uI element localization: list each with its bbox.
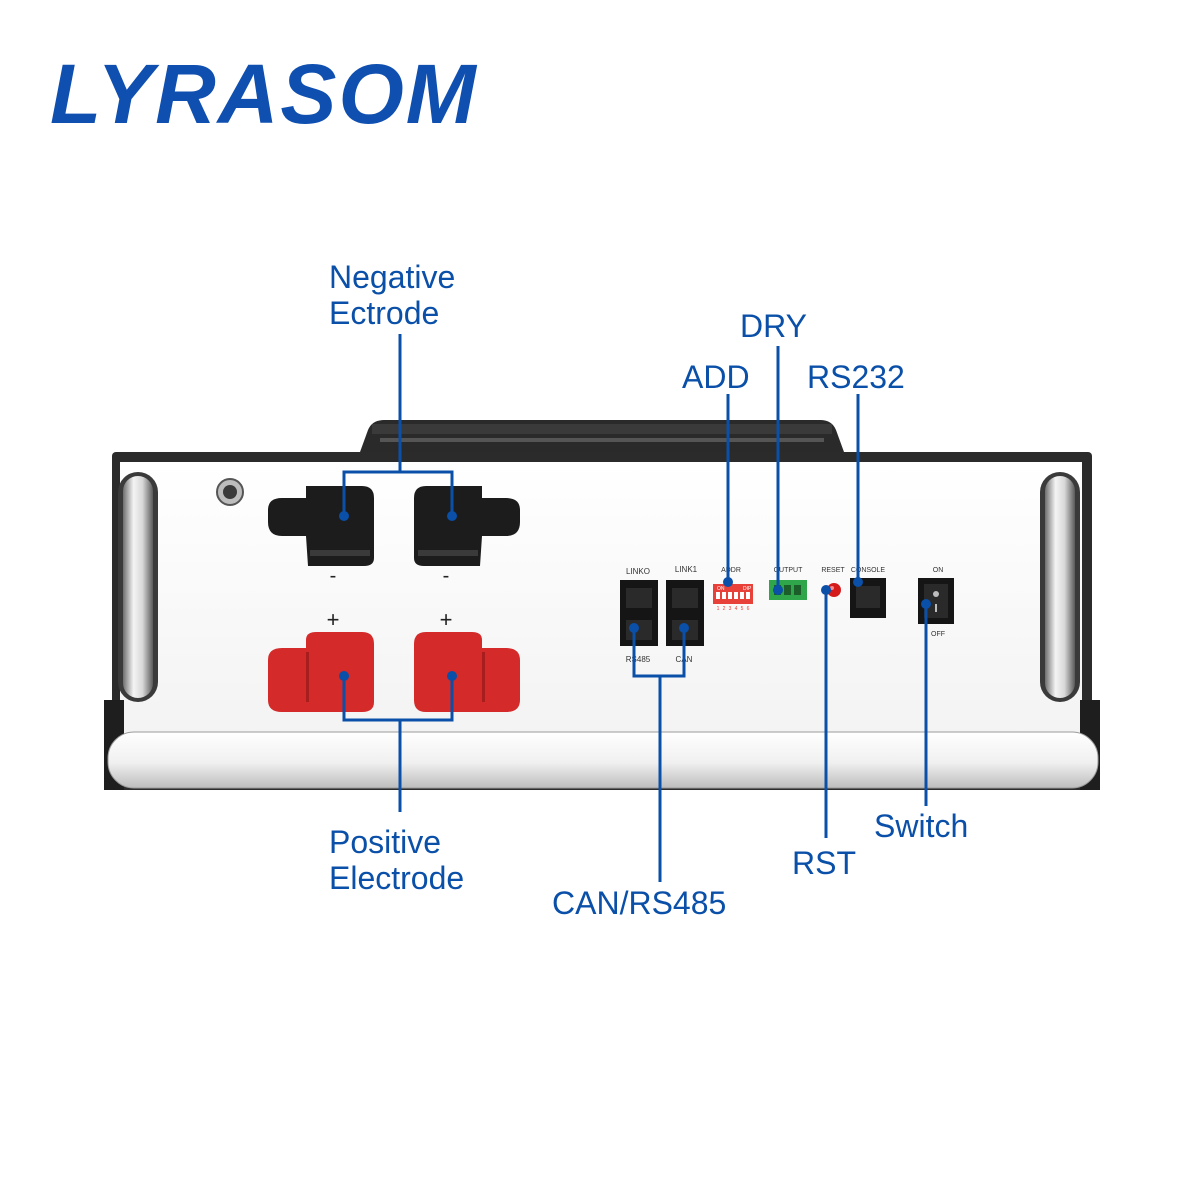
dip-number: 1 [717,606,720,612]
callout-leader-lines [342,334,928,882]
dry-label: DRY [740,308,807,344]
positive-terminal-right [414,632,520,712]
dip-number: 6 [747,606,750,612]
top-handle [360,420,844,452]
switch-on-label: ON [933,567,944,574]
rst-label: RST [792,845,856,881]
polarity-plus-right: + [440,607,453,632]
reset-label: RESET [821,567,845,574]
positive-electrode-label-line-1: Positive [329,824,442,860]
dip-number: 5 [741,606,744,612]
link1-label: LINK1 [675,565,698,574]
dip-number: 3 [729,606,732,612]
console-rs232-port [850,578,886,618]
negative-electrode-label-line-1: Negative [329,259,456,295]
positive-terminal-left [268,632,374,712]
link0-label: LINKO [626,567,650,576]
ground-screw-icon [216,478,244,506]
reset-button [827,583,841,597]
dip-mark: DIP [743,586,752,592]
switch-label: Switch [874,808,969,844]
negative-terminal-left [268,486,374,566]
bottom-bar [107,731,1099,789]
polarity-plus-left: + [327,607,340,632]
rs485-port-label: RS485 [626,655,651,664]
dip-number: 2 [723,606,726,612]
left-side-handle [118,472,158,702]
negative-electrode-label: Negative Ectrode [329,259,455,331]
brand-logo-text: LYRASOM [50,47,478,141]
brand-logo: LYRASOM [50,52,478,136]
negative-terminal-right [414,486,520,566]
addr-label: ADDR [721,567,741,574]
polarity-minus-left: - [330,565,337,587]
add-label: ADD [682,359,750,395]
dip-number: 4 [735,606,738,612]
callout-dots [339,511,931,681]
dip-on-mark: ON [717,586,725,592]
rs232-label: RS232 [807,359,905,395]
link0-rj45-port [620,580,658,646]
positive-electrode-label: Positive Electrode [329,824,464,896]
switch-off-label: OFF [931,631,945,638]
output-label: OUTPUT [774,567,804,574]
negative-electrode-label-line-2: Ectrode [329,295,440,331]
right-side-handle [1040,472,1080,702]
console-label: CONSOLE [851,567,886,574]
positive-electrode-label-line-2: Electrode [329,860,465,896]
polarity-minus-right: - [443,565,450,587]
can-rs485-label: CAN/RS485 [552,885,727,921]
addr-dip-switch: ON DIP [713,584,753,604]
